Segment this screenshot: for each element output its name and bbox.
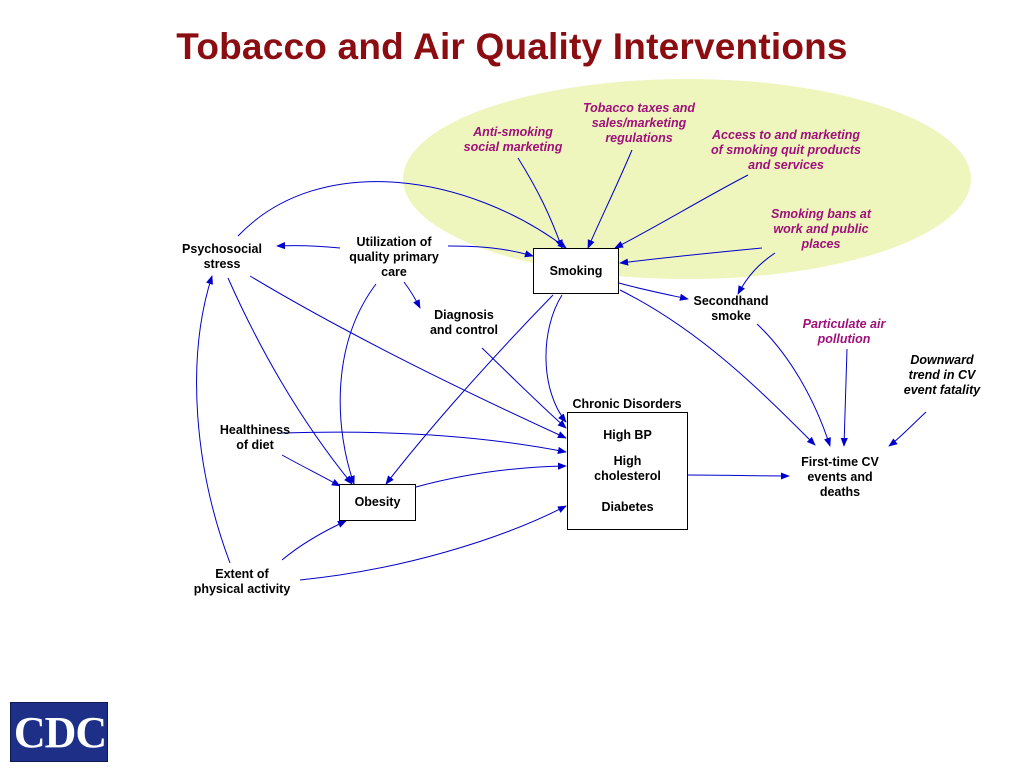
arrow-psych-obesity	[227, 277, 353, 485]
arrow-obesity-chronic	[415, 462, 567, 488]
arrow-smoking-obesity	[385, 294, 554, 485]
access-quit-products: Access to and marketing of smoking quit …	[711, 128, 861, 172]
smoking-label: Smoking	[549, 264, 603, 278]
interventions-highlight	[403, 79, 971, 279]
arrow-diet-obesity	[281, 454, 341, 487]
arrow-smoking-chronic	[545, 294, 567, 423]
particulate-air-pollution: Particulate air pollution	[802, 317, 886, 346]
smoking-box	[533, 248, 619, 294]
arrow-physical-psych	[196, 275, 231, 564]
diagnosis-and-control: Diagnosis and control	[429, 308, 499, 337]
arrow-physical-obesity	[281, 520, 347, 561]
psychosocial-stress: Psychosocial stress	[182, 242, 262, 271]
arrow-access-smoking	[614, 174, 749, 249]
arrow-bans-smoking	[619, 247, 763, 266]
arrow-particulate-firstcv	[840, 348, 848, 447]
tobacco-taxes-regulations: Tobacco taxes and sales/marketing regula…	[582, 101, 696, 145]
arrow-diet-chronic	[281, 431, 567, 454]
arrow-diagnosis-chronic	[481, 347, 567, 429]
arrow-smoking-secondhand	[618, 282, 689, 301]
smoking-bans: Smoking bans at work and public places	[770, 207, 872, 251]
cdc-logo-text: CDC	[13, 708, 107, 757]
healthiness-of-diet: Healthiness of diet	[219, 423, 291, 452]
arrow-taxes-smoking	[587, 149, 633, 249]
arrow-psych-smoking	[237, 181, 567, 249]
arrow-psych-chronic	[249, 275, 567, 439]
arrow-downward-firstcv	[888, 411, 927, 447]
chronic-disorders-header: Chronic Disorders	[572, 397, 682, 411]
arrow-util-diagnosis	[403, 281, 421, 309]
arrow-util-psych	[276, 242, 341, 250]
arrow-bans-secondhand	[737, 252, 776, 295]
cdc-logo: CDC	[10, 702, 108, 762]
anti-smoking-social-marketing: Anti-smoking social marketing	[463, 125, 563, 154]
obesity-label: Obesity	[354, 495, 401, 509]
arrow-physical-chronic	[299, 505, 567, 581]
page-title: Tobacco and Air Quality Interventions	[176, 26, 848, 67]
high-bp: High BP	[603, 428, 652, 442]
extent-physical-activity: Extent of physical activity	[193, 567, 291, 596]
high-cholesterol: High cholesterol	[594, 454, 661, 483]
first-time-cv-events: First-time CV events and deaths	[801, 455, 879, 499]
utilization-primary-care: Utilization of quality primary care	[349, 235, 439, 279]
arrow-smoking-firstcv	[619, 289, 816, 446]
arrow-secondhand-firstcv	[756, 323, 831, 447]
secondhand-smoke: Secondhand smoke	[693, 294, 769, 323]
arrow-chronic-firstcv	[687, 472, 790, 480]
obesity-box	[339, 484, 416, 521]
arrow-antismoking-smoking	[517, 157, 563, 249]
downward-trend-cv-fatality: Downward trend in CV event fatality	[903, 353, 981, 397]
arrow-util-smoking	[447, 245, 534, 258]
arrow-util-obesity	[339, 283, 377, 485]
diabetes: Diabetes	[601, 500, 654, 514]
chronic-disorders-box	[567, 412, 688, 530]
